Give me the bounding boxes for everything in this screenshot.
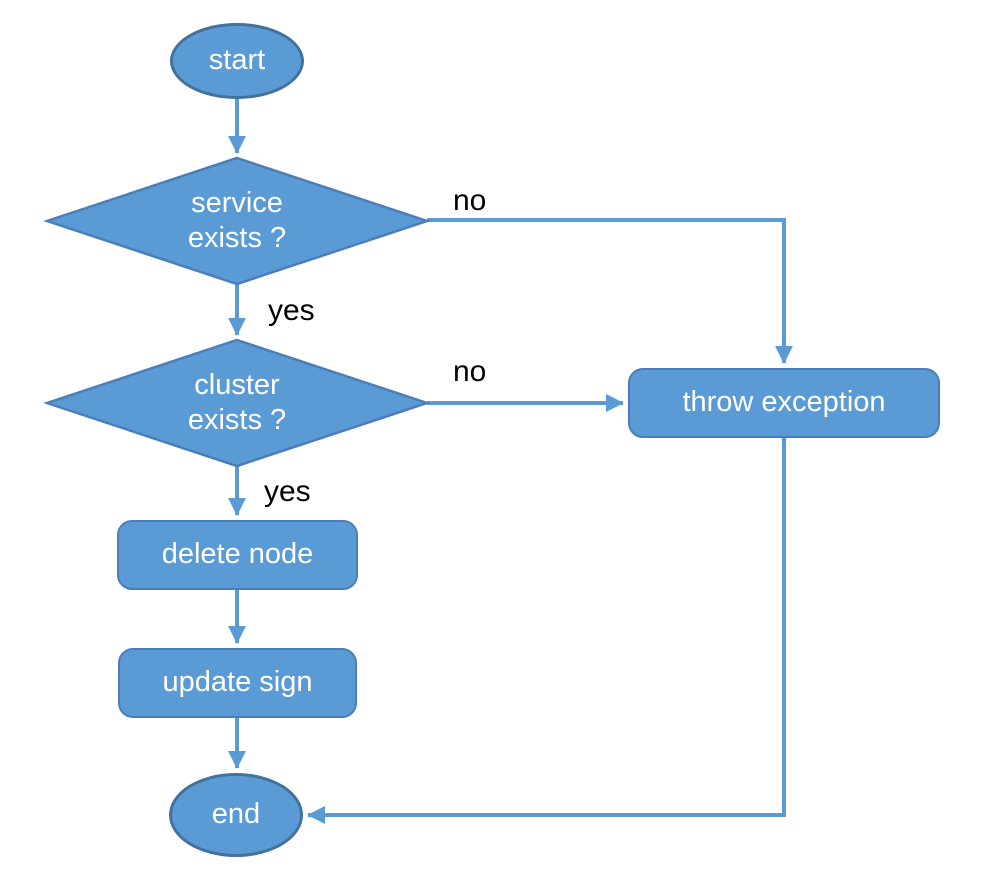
decision-service-exists-line2: exists ?	[187, 222, 287, 254]
node-update-sign-label: update sign	[162, 666, 313, 699]
node-throw-exception: throw exception	[628, 368, 940, 438]
node-delete-node: delete node	[117, 520, 358, 590]
edge-exception-to-end	[307, 438, 786, 824]
node-delete-node-label: delete node	[161, 538, 314, 571]
node-throw-exception-label: throw exception	[682, 386, 886, 419]
decision-service-exists-line1: service	[191, 187, 283, 220]
decision-cluster-exists-line1: cluster	[194, 369, 280, 402]
node-end: end	[169, 773, 303, 857]
decision-cluster-exists-label: cluster exists ?	[137, 363, 337, 443]
edge-label-cluster-yes: yes	[264, 475, 311, 508]
decision-cluster-exists-shape	[43, 338, 431, 468]
decision-service-exists-shape	[43, 156, 431, 286]
node-start: start	[170, 23, 304, 99]
edge-service-no-to-exception	[427, 218, 793, 364]
node-end-label: end	[211, 798, 261, 831]
edge-label-service-yes: yes	[268, 294, 315, 327]
edge-label-service-no: no	[453, 184, 487, 217]
node-start-label: start	[208, 44, 266, 77]
edge-label-cluster-no: no	[453, 355, 487, 388]
node-update-sign: update sign	[118, 648, 357, 718]
decision-cluster-exists-line2: exists ?	[187, 404, 287, 436]
decision-service-exists-label: service exists ?	[137, 181, 337, 261]
